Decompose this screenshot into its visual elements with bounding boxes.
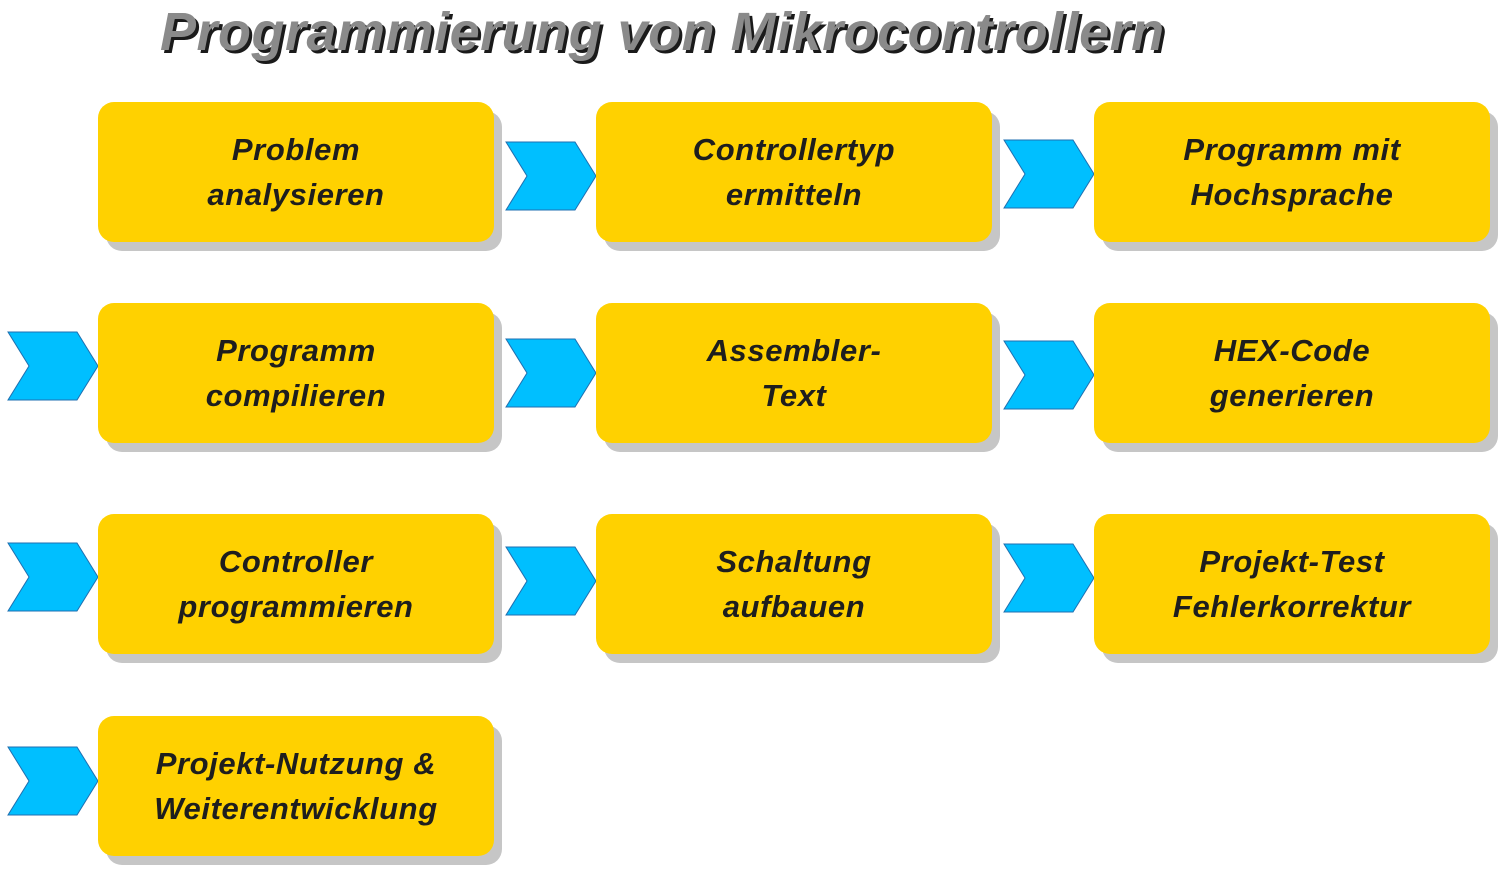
step-label-line1: HEX-Code bbox=[1213, 333, 1371, 368]
chevron-arrow-icon bbox=[7, 542, 99, 612]
step-label-line1: Projekt-Test bbox=[1199, 544, 1385, 579]
step-label: Projekt-Nutzung & Weiterentwicklung bbox=[154, 741, 438, 831]
step-label: Schaltung aufbauen bbox=[716, 539, 871, 629]
step-label-line1: Assembler- bbox=[706, 333, 882, 368]
chevron-arrow-icon bbox=[1003, 340, 1095, 410]
chevron-arrow-icon bbox=[505, 546, 597, 616]
step-label-line2: Text bbox=[761, 378, 827, 413]
step-label-line1: Problem bbox=[231, 132, 361, 167]
step-label-line2: aufbauen bbox=[722, 589, 866, 624]
step-label: Programm mit Hochsprache bbox=[1183, 127, 1400, 217]
step-label: Assembler- Text bbox=[707, 328, 882, 418]
step-label-line2: Hochsprache bbox=[1190, 177, 1394, 212]
step-label-line2: ermitteln bbox=[725, 177, 863, 212]
step-box-assembler-text: Assembler- Text bbox=[596, 303, 992, 443]
step-box-programm-mit-hochsprache: Programm mit Hochsprache bbox=[1094, 102, 1490, 242]
step-box-hex-code-generieren: HEX-Code generieren bbox=[1094, 303, 1490, 443]
step-label-line2: analysieren bbox=[207, 177, 385, 212]
step-label-line1: Projekt-Nutzung & bbox=[155, 746, 437, 781]
step-label-line2: Fehlerkorrektur bbox=[1172, 589, 1412, 624]
step-label-line1: Programm mit bbox=[1183, 132, 1401, 167]
chevron-arrow-icon bbox=[1003, 543, 1095, 613]
step-box-projekt-nutzung-weiterentwicklung: Projekt-Nutzung & Weiterentwicklung bbox=[98, 716, 494, 856]
step-label-line1: Controllertyp bbox=[692, 132, 896, 167]
step-box-controllertyp-ermitteln: Controllertyp ermitteln bbox=[596, 102, 992, 242]
step-label-line2: compilieren bbox=[205, 378, 387, 413]
chevron-arrow-icon bbox=[505, 141, 597, 211]
step-box-problem-analysieren: Problem analysieren bbox=[98, 102, 494, 242]
step-label: Controllertyp ermitteln bbox=[693, 127, 895, 217]
step-label: HEX-Code generieren bbox=[1210, 328, 1375, 418]
diagram-title: Programmierung von Mikrocontrollern bbox=[160, 2, 1165, 62]
chevron-arrow-icon bbox=[505, 338, 597, 408]
step-label-line2: generieren bbox=[1209, 378, 1375, 413]
chevron-arrow-icon bbox=[7, 746, 99, 816]
step-label-line2: Weiterentwicklung bbox=[154, 791, 438, 826]
step-label-line1: Programm bbox=[216, 333, 376, 368]
chevron-arrow-icon bbox=[7, 331, 99, 401]
step-label: Programm compilieren bbox=[206, 328, 387, 418]
step-box-projekt-test-fehlerkorrektur: Projekt-Test Fehlerkorrektur bbox=[1094, 514, 1490, 654]
step-label-line2: programmieren bbox=[178, 589, 414, 624]
step-label-line1: Schaltung bbox=[716, 544, 872, 579]
chevron-arrow-icon bbox=[1003, 139, 1095, 209]
step-label-line1: Controller bbox=[218, 544, 374, 579]
step-box-controller-programmieren: Controller programmieren bbox=[98, 514, 494, 654]
step-label: Projekt-Test Fehlerkorrektur bbox=[1173, 539, 1411, 629]
step-box-schaltung-aufbauen: Schaltung aufbauen bbox=[596, 514, 992, 654]
step-label: Problem analysieren bbox=[207, 127, 384, 217]
step-box-programm-compilieren: Programm compilieren bbox=[98, 303, 494, 443]
step-label: Controller programmieren bbox=[178, 539, 413, 629]
